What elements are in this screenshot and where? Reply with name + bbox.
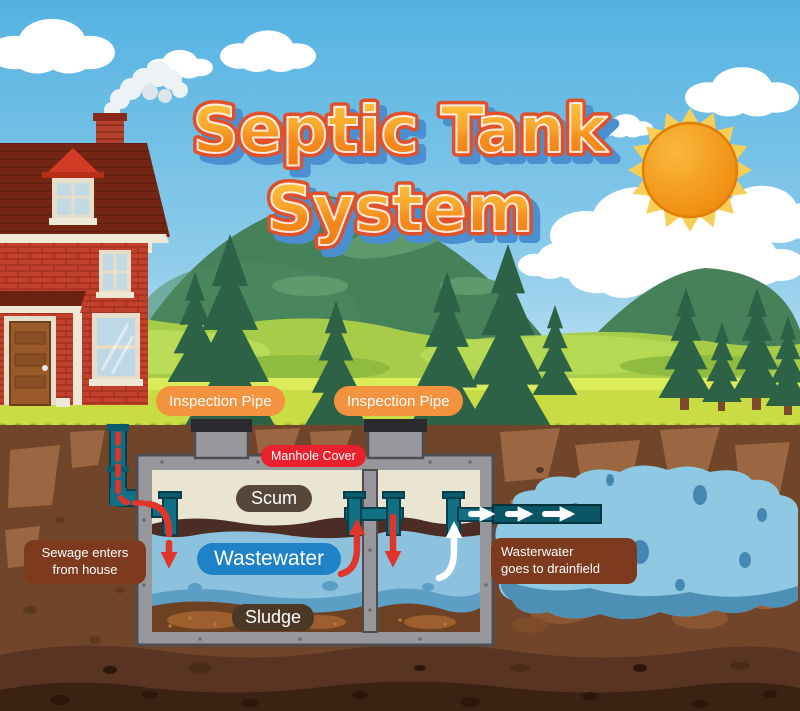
title-line1-shadow: Septic Tank: [200, 101, 616, 175]
page-title: Septic Tank System Septic Tank System Se…: [188, 90, 621, 260]
dormer-window: [42, 148, 104, 225]
title-line2-inner-outline: System: [267, 173, 534, 247]
label-inspection-pipe-left: Inspection Pipe: [156, 386, 285, 416]
title-line2: System: [267, 173, 534, 247]
scum-layer: [152, 517, 363, 539]
note-drain-line2: goes to drainfield: [501, 560, 601, 576]
title-line2-shadow: System: [274, 180, 541, 254]
note-sewage-line2: from house: [52, 561, 118, 577]
front-door: [4, 316, 70, 407]
soil-patches: [5, 427, 790, 568]
note-sewage-enters: Sewage enters from house: [24, 540, 146, 584]
lower-window: [89, 313, 143, 386]
flow-arrows: [115, 431, 576, 582]
smoke: [104, 61, 188, 118]
tree-icons: [167, 234, 800, 434]
title-line1: Septic Tank: [193, 94, 609, 168]
riser-cap-right: [364, 419, 427, 432]
note-goes-to-drainfield: Wasterwater goes to drainfield: [491, 538, 637, 584]
label-sludge: Sludge: [232, 604, 315, 631]
inflow-dashed-arrow: [115, 431, 151, 506]
porch: [0, 291, 86, 405]
note-sewage-line1: Sewage enters: [41, 545, 129, 560]
riser-cap-left: [191, 419, 252, 432]
chimney: [96, 118, 124, 144]
sun-icon: [628, 108, 752, 232]
title-line1-inner-outline: Septic Tank: [193, 94, 609, 168]
label-wastewater: Wastewater: [197, 543, 342, 575]
chamber2-out-arrow: [435, 521, 463, 582]
chamber1-up-arrow: [337, 518, 366, 578]
label-manhole-cover: Manhole Cover: [261, 445, 366, 467]
note-drain-line1: Wasterwater: [501, 544, 574, 559]
house-illustration: [0, 61, 188, 407]
upper-window: [96, 250, 134, 298]
label-inspection-pipe-right: Inspection Pipe: [334, 386, 463, 416]
deep-soil-rocks: [50, 664, 777, 708]
label-scum: Scum: [236, 485, 313, 512]
